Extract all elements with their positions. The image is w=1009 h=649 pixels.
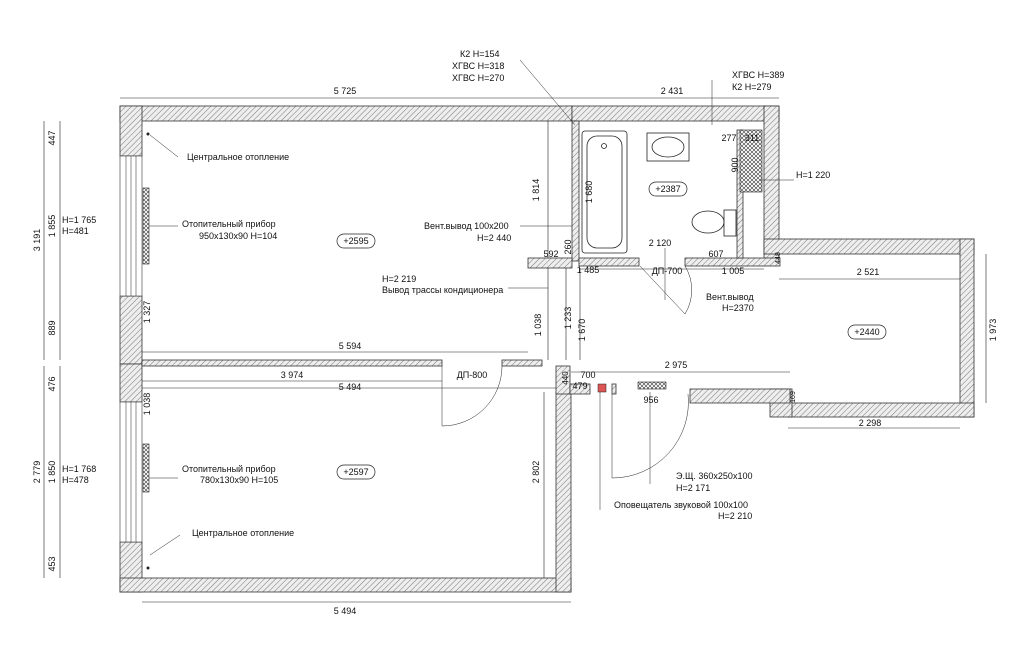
callout-aircon: Вывод трассы кондиционера: [382, 285, 503, 295]
callout-vent1-h: Н=2 440: [477, 233, 511, 243]
callout-win2-h2: Н=478: [62, 475, 89, 485]
dim-mid-top: 5 594: [339, 341, 362, 351]
toilet-tank: [723, 209, 737, 237]
dim-east-right: 1 973: [988, 319, 998, 342]
dim-700: 700: [580, 370, 595, 380]
dim-room2-total: 2 779: [32, 461, 42, 484]
dim-east-bottom: 2 298: [859, 418, 882, 428]
callout-win1-h2: Н=481: [62, 226, 89, 236]
room-label-1: +2595: [343, 236, 368, 246]
callout-h1220: Н=1 220: [796, 170, 830, 180]
dim-311: 311: [745, 133, 759, 143]
heating-riser-bottom: [146, 566, 150, 570]
dim-room2-c: 453: [47, 556, 57, 571]
dim-2802: 2 802: [531, 461, 541, 484]
callout-heating-bottom: Центральное отопление: [192, 528, 294, 538]
dim-1814: 1 814: [531, 179, 541, 202]
doors: [441, 265, 692, 479]
callout-alarm-h: Н=2 210: [718, 511, 752, 521]
dim-900: 900: [730, 157, 740, 172]
dimension-lines: [43, 97, 987, 603]
dim-inner-1327: 1 327: [142, 301, 152, 324]
dim-2120: 2 120: [649, 238, 672, 248]
dim-top-right: 2 431: [661, 86, 684, 96]
dim-448: 448: [775, 252, 782, 264]
leader-lines: [149, 59, 794, 556]
room-label-east: +2440: [854, 327, 879, 337]
dim-440: 440: [561, 371, 570, 385]
dim-1485: 1 485: [577, 265, 600, 275]
dim-1670: 1 670: [577, 319, 587, 342]
callout-vent2: Вент.вывод: [706, 292, 754, 302]
walls: [119, 105, 975, 593]
door-dp800: ДП-800: [457, 370, 488, 380]
dim-479: 479: [572, 381, 587, 391]
dim-mid-bottom: 5 494: [339, 382, 362, 392]
heating-riser-top: [146, 132, 150, 136]
dim-east-top: 2 521: [857, 267, 880, 277]
bathroom-fixtures: [581, 130, 737, 254]
windows: [119, 155, 143, 543]
callout-k2-154: К2 Н=154: [460, 49, 500, 59]
alarm-icon: [597, 383, 607, 393]
dim-corridor: 3 974: [281, 370, 304, 380]
dim-592: 592: [543, 249, 558, 259]
callout-hgvs-389: ХГВС Н=389: [732, 70, 784, 80]
callout-radiator2-title: Отопительный прибор: [182, 464, 276, 474]
electrical-panel: [637, 381, 667, 390]
radiator-room1: [142, 187, 150, 265]
dim-1005: 1 005: [722, 266, 745, 276]
toilet-bowl: [691, 210, 725, 234]
callout-k2-279: К2 Н=279: [732, 82, 772, 92]
callout-vent2-h: Н=2370: [722, 303, 754, 313]
room-tags: [336, 181, 887, 480]
dim-room1-c: 889: [47, 320, 57, 335]
dim-956: 956: [643, 395, 658, 405]
dim-1233: 1 233: [563, 307, 573, 330]
dim-607: 607: [708, 249, 723, 259]
callout-win1-h1: Н=1 765: [62, 215, 96, 225]
dim-room2-a: 476: [47, 376, 57, 391]
callout-panel: Э.Щ. 360х250х100: [676, 471, 752, 481]
callout-panel-h: Н=2 171: [676, 483, 710, 493]
callout-heating-top: Центральное отопление: [187, 152, 289, 162]
callout-radiator1-spec: 950х130х90 Н=104: [199, 231, 277, 241]
dim-1680: 1 680: [584, 181, 594, 204]
dim-169: 169: [790, 391, 797, 403]
callout-hgvs-318: ХГВС Н=318: [452, 61, 504, 71]
dim-hall-top: 2 975: [665, 360, 688, 370]
callout-alarm: Оповещатель звуковой 100х100: [614, 500, 748, 510]
dim-room1-b: 1 855: [47, 215, 57, 238]
callout-aircon-h: Н=2 219: [382, 274, 416, 284]
callout-radiator2-spec: 780х130х90 Н=105: [200, 475, 278, 485]
callout-hgvs-270: ХГВС Н=270: [452, 73, 504, 83]
radiator-room2: [142, 443, 150, 493]
dim-room2-b: 1 850: [47, 461, 57, 484]
dim-bottom: 5 494: [334, 606, 357, 616]
bath-shaft-box: [739, 129, 763, 193]
dim-top-left: 5 725: [334, 86, 357, 96]
dim-277: 277: [721, 133, 736, 143]
room-label-2: +2597: [343, 467, 368, 477]
callout-vent1: Вент.вывод 100х200: [424, 221, 509, 231]
dim-room1-a: 447: [47, 130, 57, 145]
dim-inner-1038: 1 038: [142, 393, 152, 416]
dim-room1-total: 3 191: [32, 229, 42, 252]
dim-1038b: 1 038: [533, 314, 543, 337]
callout-radiator1-title: Отопительный прибор: [182, 219, 276, 229]
callout-win2-h1: Н=1 768: [62, 464, 96, 474]
room-label-bath: +2387: [655, 184, 680, 194]
dim-260: 260: [563, 239, 573, 254]
door-dp700: ДП-700: [652, 266, 683, 276]
